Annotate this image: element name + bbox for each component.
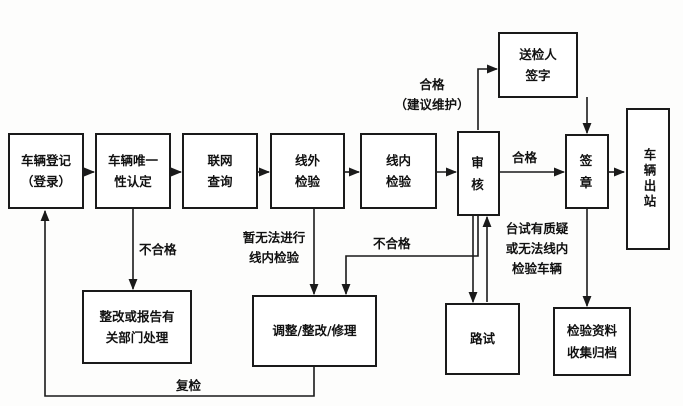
box-online-inspection: 线内 检验 (360, 133, 437, 209)
label-pass: 合格 (512, 150, 538, 165)
label-pass-maintenance: 合格 （建议维护） (394, 77, 470, 112)
box-audit: 审 核 (457, 131, 500, 216)
box-rectify-report: 整改或报告有 关部门处理 (82, 290, 192, 364)
label-fail-unique: 不合格 (139, 242, 177, 257)
box-archive-records: 检验资料 收集归档 (553, 307, 631, 376)
label-fail-audit: 不合格 (373, 236, 411, 251)
arrow-audit-to-sender (477, 64, 499, 130)
label-recheck: 复检 (176, 378, 202, 393)
arrow-recheck-to-register (40, 209, 315, 397)
box-sender-signature: 送检人 签字 (498, 32, 578, 98)
label-cannot-online: 暂无法进行 线内检验 (242, 230, 306, 265)
box-road-test: 路试 (445, 303, 520, 375)
box-network-query: 联网 查询 (182, 133, 258, 209)
box-vehicle-exit-label: 车辆出站 (641, 148, 657, 210)
box-stamp: 签 章 (565, 134, 609, 209)
box-vehicle-registration: 车辆登记 （登录） (8, 133, 84, 209)
label-doubt-road-test: 台试有质疑 或无法线内 检验车辆 (505, 221, 569, 276)
box-vehicle-exit: 车辆出站 (626, 108, 670, 250)
arrow-audit-fail-to-adjust (341, 216, 479, 296)
box-unique-identification: 车辆唯一 性认定 (95, 133, 171, 209)
box-offline-inspection: 线外 检验 (270, 133, 345, 209)
box-adjust-repair: 调整/整改/修理 (252, 295, 377, 367)
